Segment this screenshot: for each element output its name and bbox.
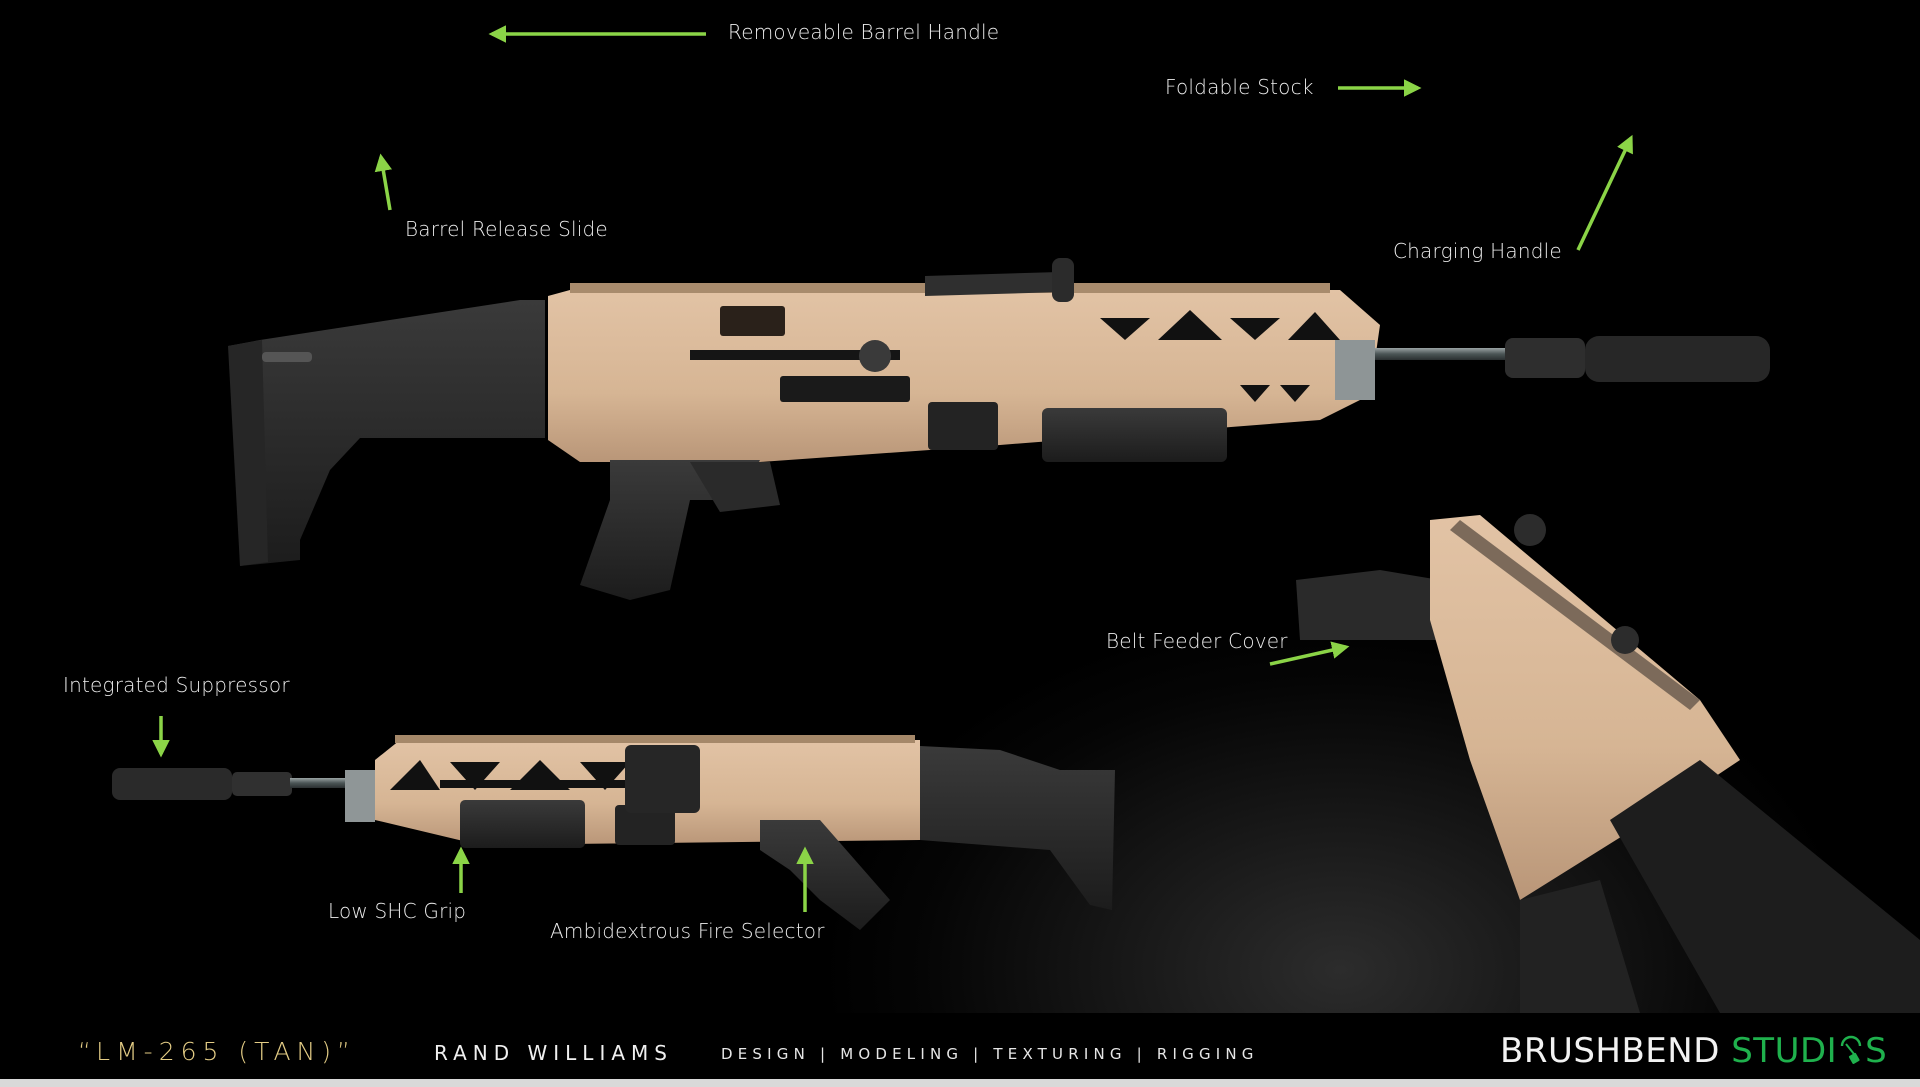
studio-name-part2a: STUDI: [1731, 1031, 1838, 1071]
callout-removeable-barrel-handle: Removeable Barrel Handle: [728, 20, 1000, 44]
callout-low-shc-grip: Low SHC Grip: [328, 899, 467, 923]
render-stage: Removeable Barrel Handle Foldable Stock …: [63, 20, 1920, 1013]
project-title: “LM-265 (TAN)”: [78, 1037, 356, 1066]
studio-name-part1: BRUSHBEND: [1500, 1031, 1720, 1071]
callout-ambidextrous-fire-selector: Ambidextrous Fire Selector: [550, 919, 825, 943]
callout-integrated-suppressor: Integrated Suppressor: [63, 673, 290, 697]
artist-roles: DESIGN | MODELING | TEXTURING | RIGGING: [721, 1045, 1259, 1063]
callout-charging-handle: Charging Handle: [1393, 239, 1562, 263]
bottom-strip: [0, 1079, 1920, 1087]
lightbulb-brush-icon: [1840, 1035, 1862, 1064]
studio-name-part2: STUDI S: [1731, 1031, 1887, 1071]
callout-foldable-stock: Foldable Stock: [1165, 75, 1314, 99]
callout-barrel-release-slide: Barrel Release Slide: [405, 217, 608, 241]
studio-logo: BRUSHBEND STUDI S: [1500, 1031, 1887, 1071]
callout-belt-feeder-cover: Belt Feeder Cover: [1106, 629, 1288, 653]
weapon-renders: [112, 258, 1920, 1013]
secondary-side-view: [112, 735, 1115, 930]
perspective-view: [1296, 514, 1920, 1013]
studio-name-part2b: S: [1865, 1031, 1888, 1071]
footer-bar: “LM-265 (TAN)” RAND WILLIAMS DESIGN | MO…: [0, 1013, 1920, 1079]
artist-name: RAND WILLIAMS: [434, 1041, 673, 1065]
main-side-view: [228, 258, 1770, 600]
